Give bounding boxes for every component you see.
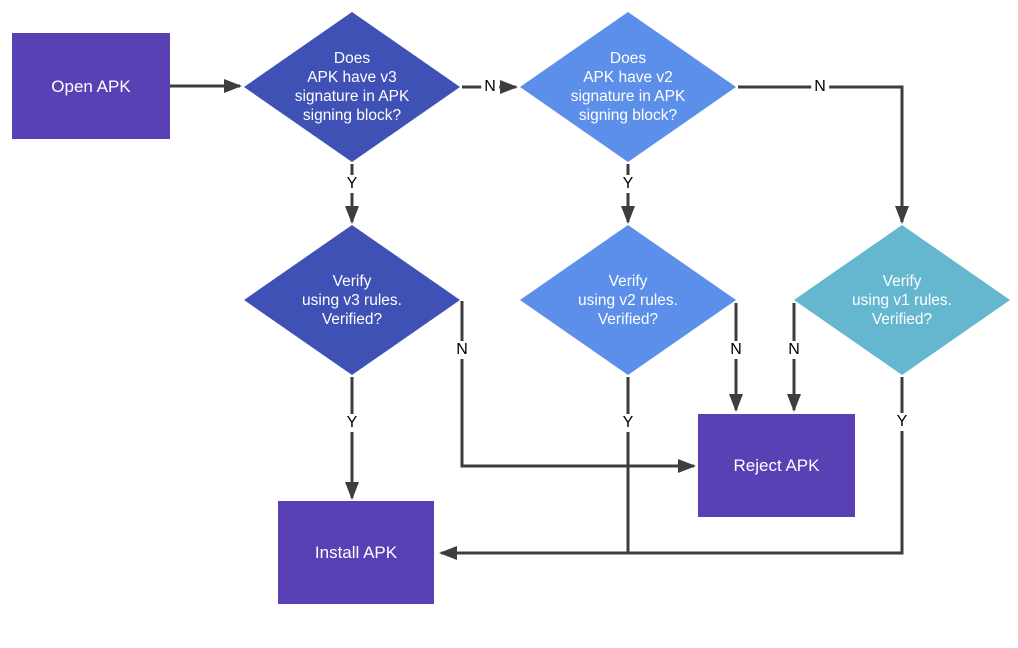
node-open-apk: Open APK [12,33,170,139]
edge-label-y-verify-v3-to-install: Y [343,414,361,432]
node-verify-v3: Verify using v3 rules. Verified? [244,225,460,375]
edge-label-y-verify-v1-to-install: Y [893,413,911,431]
node-reject-apk-label: Reject APK [733,456,820,475]
node-open-apk-label: Open APK [51,76,131,96]
node-verify-v2-label: Verify using v2 rules. Verified? [578,272,678,328]
node-has-v3-signature: Does APK have v3 signature in APK signin… [244,12,460,162]
edge-label-n-verify-v2-to-reject: N [727,341,745,359]
node-verify-v2: Verify using v2 rules. Verified? [520,225,736,375]
node-verify-v1: Verify using v1 rules. Verified? [794,225,1010,375]
edge-label-n-has-v2-to-verify-v1: N [811,78,829,96]
node-install-apk: Install APK [278,501,434,604]
edge-label-y-has-v2-to-verify-v2: Y [619,175,637,193]
edge-label-n-verify-v3-to-reject: N [453,341,471,359]
edge-label-n-has-v3-to-has-v2: N [481,78,499,96]
node-reject-apk: Reject APK [698,414,855,517]
node-install-apk-label: Install APK [314,543,398,562]
node-verify-v1-label: Verify using v1 rules. Verified? [852,272,952,328]
node-has-v2-signature: Does APK have v2 signature in APK signin… [520,12,736,162]
connector-v2check-to-verifyv1 [738,85,909,224]
node-has-v3-signature-label: Does APK have v3 signature in APK signin… [294,50,410,124]
edge-label-n-verify-v1-to-reject: N [785,341,803,359]
edge-label-y-verify-v2-to-install: Y [619,414,637,432]
node-verify-v3-label: Verify using v3 rules. Verified? [302,272,402,328]
edge-label-y-has-v3-to-verify-v3: Y [343,175,361,193]
node-has-v2-signature-label: Does APK have v2 signature in APK signin… [570,50,686,124]
